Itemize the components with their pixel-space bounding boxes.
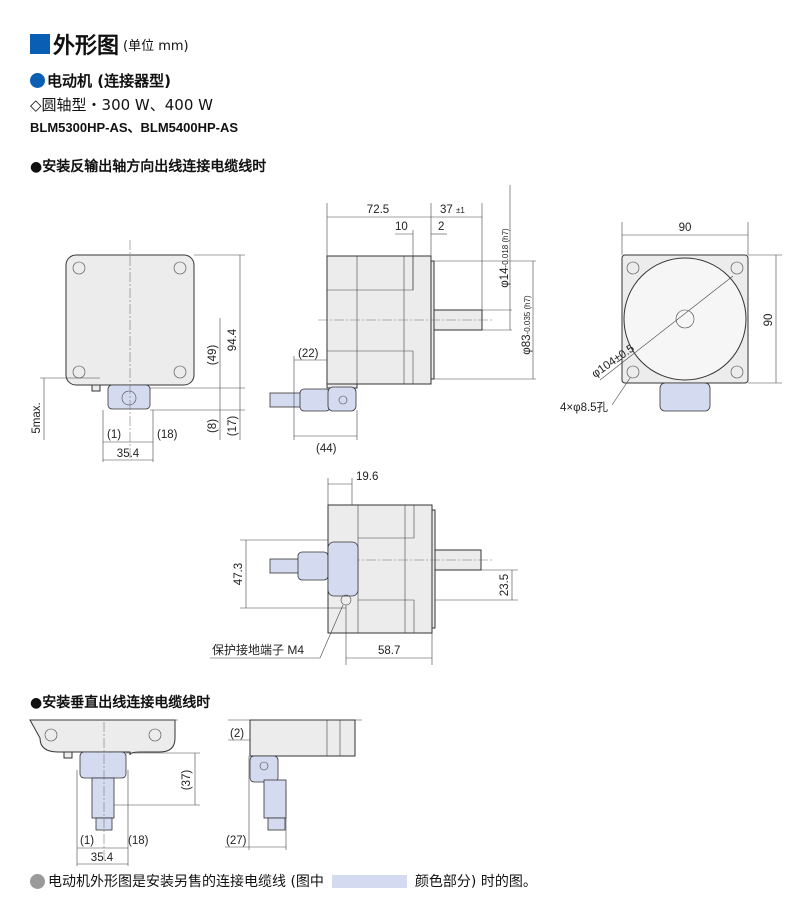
dim-37: 37 xyxy=(440,204,453,216)
footnote-text-1: 电动机外形图是安装另售的连接电缆线 (图中 xyxy=(48,874,324,890)
vertical-cable-front-view: (37) (1) (18) 35.4 xyxy=(29,719,200,866)
title-marker-icon xyxy=(30,34,50,54)
dim-35-4: 35.4 xyxy=(117,448,140,460)
dim-23-5: 23.5 xyxy=(499,574,511,596)
dim-44: (44) xyxy=(316,443,337,455)
subtitle-text: 电动机 (连接器型) xyxy=(47,72,171,90)
footnote-text-2: 颜色部分) 时的图。 xyxy=(414,874,537,890)
pilot-tol: -0.035 (h7) xyxy=(523,295,532,334)
section-heading-rear: ●安装反输出轴方向出线连接电缆线时 xyxy=(30,159,267,175)
v-dim-1: (1) xyxy=(80,835,94,847)
motor-rear-view: 94.4 (49) 5max. (8) (17) (1) (18) 35.4 xyxy=(31,240,245,462)
dim-72-5: 72.5 xyxy=(367,204,389,216)
title-text: 外形图 xyxy=(53,34,120,59)
shaft-dia: φ14 xyxy=(499,267,511,288)
dim-pilot-dia: φ83-0.035 (h7) xyxy=(521,295,533,355)
dim-8: (8) xyxy=(207,419,219,433)
dim-1: (1) xyxy=(107,429,121,441)
dim-19-6: 19.6 xyxy=(356,471,378,483)
section-heading-vertical: ●安装垂直出线连接电缆线时 xyxy=(30,695,211,711)
dim-94-4: 94.4 xyxy=(227,328,239,351)
cable-color-swatch xyxy=(331,874,407,888)
v-dim-35-4: 35.4 xyxy=(91,852,114,864)
motor-top-view: 19.6 47.3 23.5 58.7 保护接地端子 M4 xyxy=(210,471,518,665)
dim-2: 2 xyxy=(438,221,444,233)
dim-90-width: 90 xyxy=(679,222,692,234)
dim-5max: 5max. xyxy=(31,402,43,433)
shaft-tol: -0.018 (h7) xyxy=(501,228,510,267)
v-dim-37: (37) xyxy=(181,770,193,791)
dim-shaft-dia: φ14-0.018 (h7) xyxy=(499,228,511,288)
dim-22: (22) xyxy=(298,348,319,360)
dim-90-height: 90 xyxy=(763,314,775,327)
pilot-dia: φ83 xyxy=(521,334,533,354)
shaft-type: ◇圆轴型・300 W、400 W xyxy=(30,96,213,114)
model-numbers: BLM5300HP-AS、BLM5400HP-AS xyxy=(30,120,239,135)
vertical-cable-side-view: (2) (27) xyxy=(225,719,362,850)
dim-10: 10 xyxy=(395,221,408,233)
unit-label: (单位 mm) xyxy=(123,38,189,54)
v-dim-18: (18) xyxy=(128,835,149,847)
note-bullet-icon xyxy=(30,873,45,889)
bullet-icon xyxy=(30,73,45,88)
footnote: 电动机外形图是安装另售的连接电缆线 (图中 颜色部分) 时的图。 xyxy=(30,871,537,891)
page-title: 外形图(单位 mm) xyxy=(30,28,189,60)
dim-49: (49) xyxy=(207,345,219,366)
ground-terminal-label: 保护接地端子 M4 xyxy=(212,642,304,657)
subtitle: 电动机 (连接器型) xyxy=(30,70,171,91)
v-dim-2: (2) xyxy=(230,728,244,740)
motor-flange-view: 90 90 φ104±0.5 4×φ8.5孔 xyxy=(560,222,782,414)
dim-holes: 4×φ8.5孔 xyxy=(560,401,609,414)
dim-18: (18) xyxy=(157,429,178,441)
dim-47-3: 47.3 xyxy=(233,563,245,585)
motor-side-view: 72.5 37 ±1 10 2 φ14-0.018 (h7) φ83-0.035… xyxy=(269,185,536,455)
dim-58-7: 58.7 xyxy=(378,645,400,657)
dim-17: (17) xyxy=(227,416,239,437)
dim-37-tol: ±1 xyxy=(456,206,465,215)
v-dim-27: (27) xyxy=(226,835,247,847)
